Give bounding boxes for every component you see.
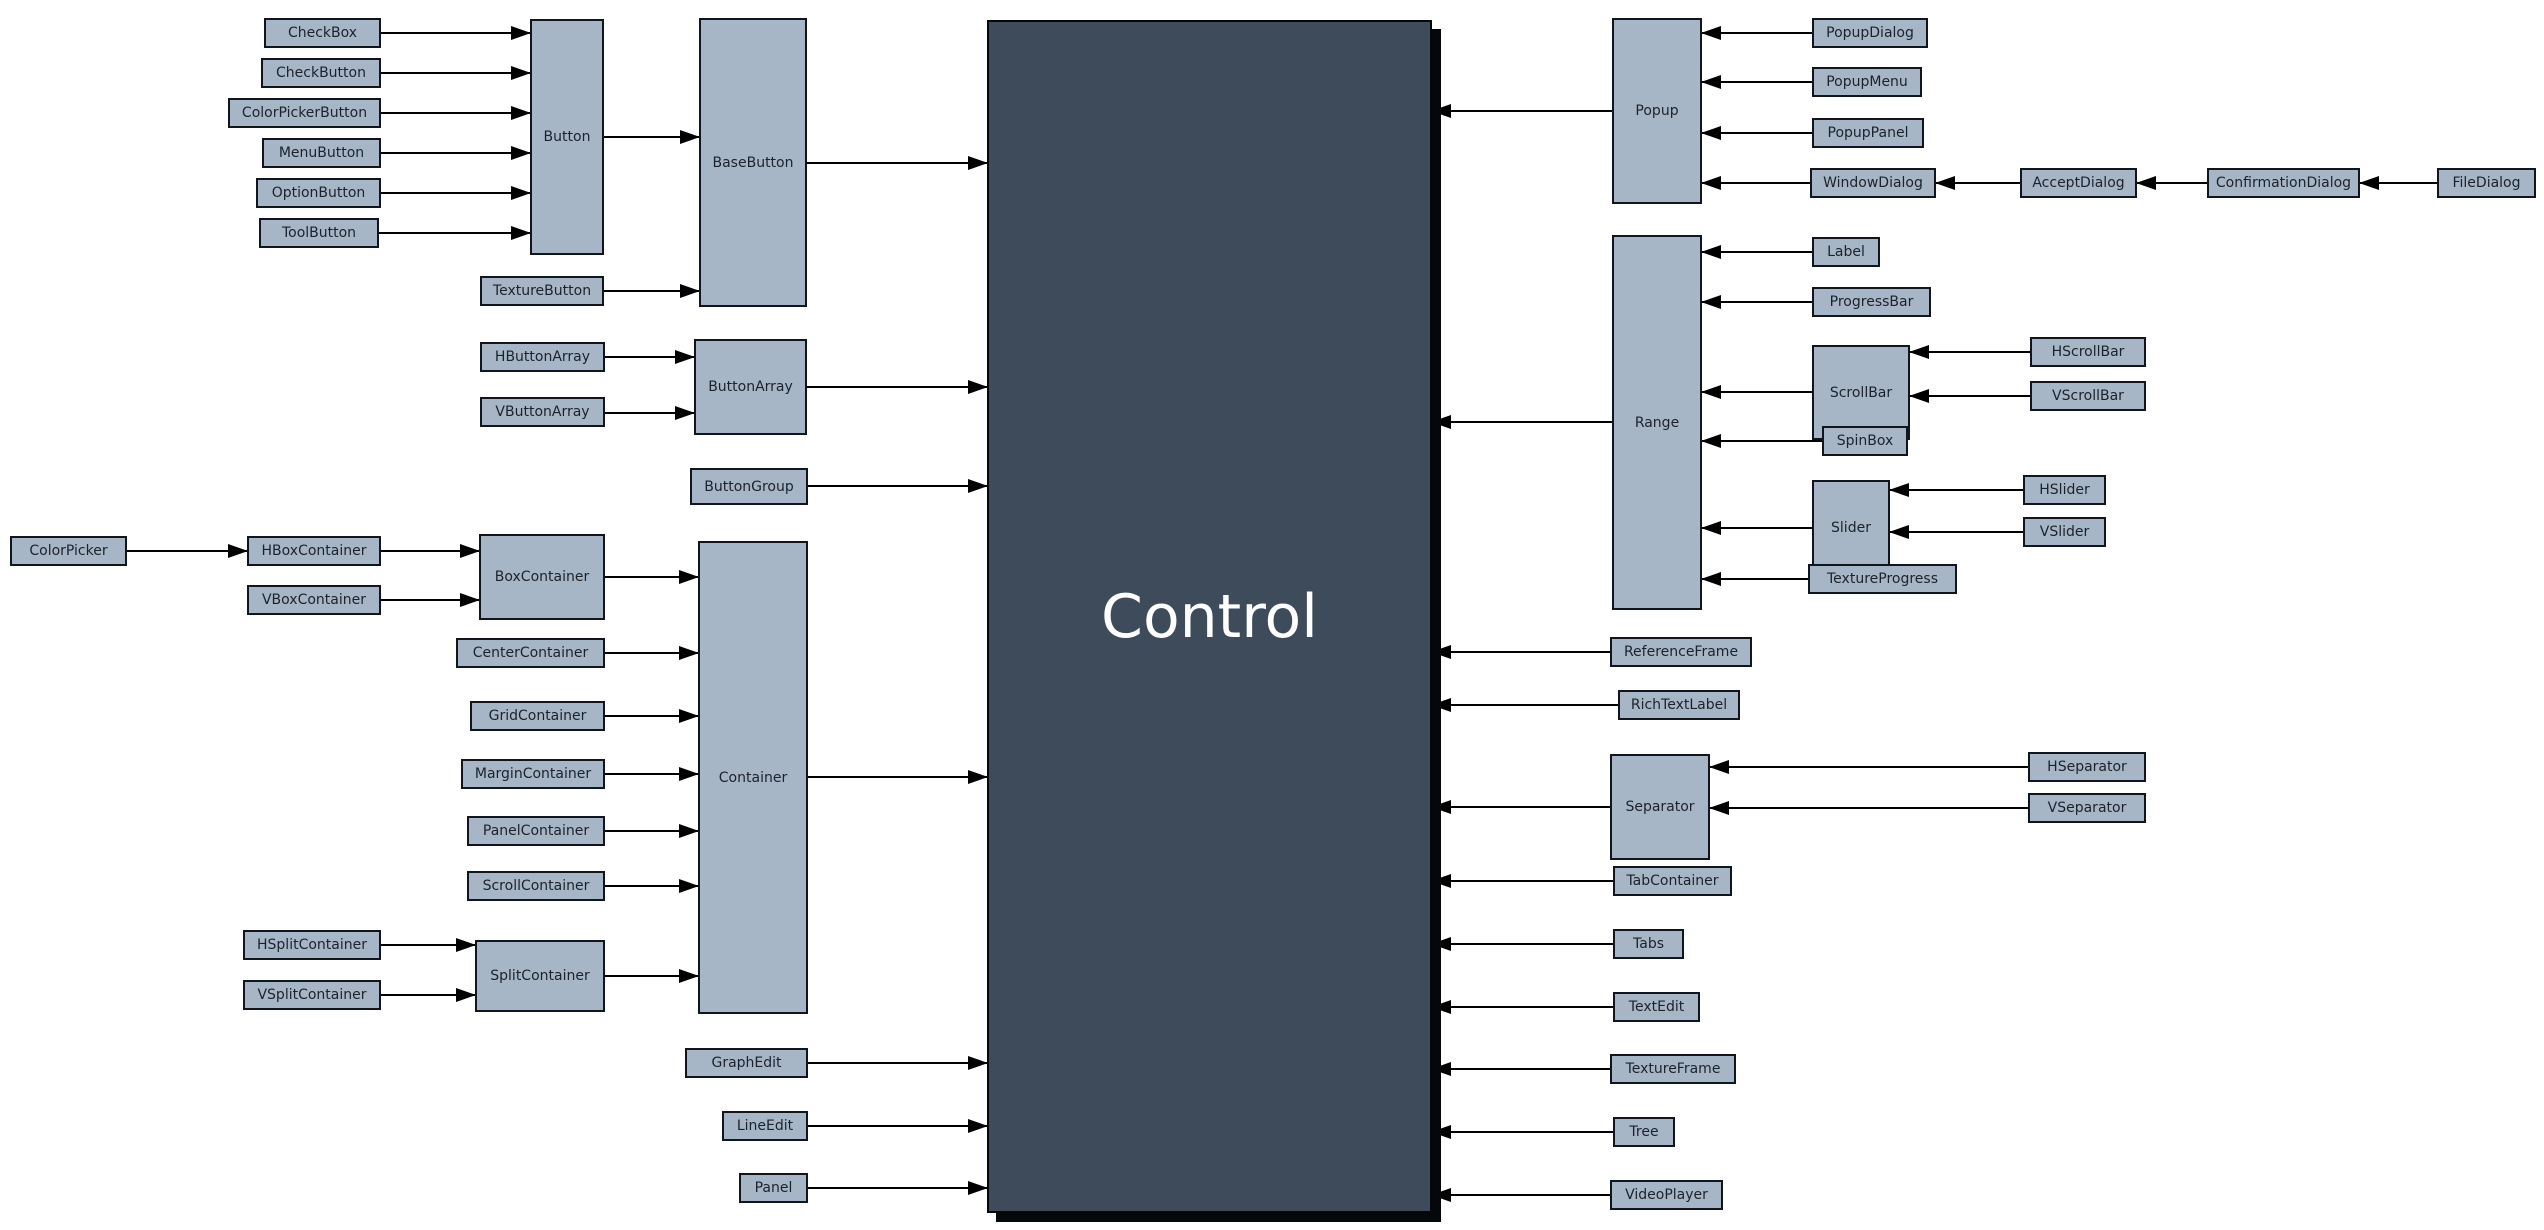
node-vseparator: VSeparator: [2028, 793, 2146, 823]
node-hscrollbar: HScrollBar: [2030, 337, 2146, 367]
node-confirmationdialog: ConfirmationDialog: [2207, 168, 2360, 198]
node-hslider: HSlider: [2023, 475, 2106, 505]
node-panel: Panel: [739, 1173, 808, 1203]
node-scrollbar: ScrollBar: [1812, 345, 1910, 440]
node-margincontainer: MarginContainer: [461, 759, 605, 789]
node-separator: Separator: [1610, 754, 1710, 860]
node-toolbutton: ToolButton: [259, 218, 379, 248]
node-vbuttonarray: VButtonArray: [480, 397, 605, 427]
node-basebutton: BaseButton: [699, 18, 807, 307]
node-gridcontainer: GridContainer: [470, 701, 605, 731]
node-buttongroup: ButtonGroup: [690, 468, 808, 505]
node-boxcontainer: BoxContainer: [479, 534, 605, 620]
node-spinbox: SpinBox: [1822, 426, 1908, 456]
node-centercontainer: CenterContainer: [456, 638, 605, 668]
node-windowdialog: WindowDialog: [1810, 168, 1936, 198]
node-lineedit: LineEdit: [722, 1111, 808, 1141]
node-textedit: TextEdit: [1613, 992, 1700, 1022]
node-splitcontainer: SplitContainer: [475, 940, 605, 1012]
node-hsplitcontainer: HSplitContainer: [243, 930, 381, 960]
node-vslider: VSlider: [2023, 517, 2106, 547]
node-progressbar: ProgressBar: [1812, 287, 1931, 317]
node-tabs: Tabs: [1613, 929, 1684, 959]
node-label: Label: [1812, 237, 1880, 267]
node-range: Range: [1612, 235, 1702, 610]
node-menubutton: MenuButton: [262, 138, 381, 168]
node-checkbox: CheckBox: [264, 18, 381, 48]
node-texturebutton: TextureButton: [480, 276, 604, 306]
node-scrollcontainer: ScrollContainer: [467, 871, 605, 901]
node-graphedit: GraphEdit: [685, 1048, 808, 1078]
node-hbuttonarray: HButtonArray: [480, 342, 605, 372]
node-panelcontainer: PanelContainer: [467, 816, 605, 846]
node-vsplitcontainer: VSplitContainer: [243, 980, 381, 1010]
node-slider: Slider: [1812, 480, 1890, 576]
node-popuppanel: PopupPanel: [1812, 118, 1924, 148]
node-textureframe: TextureFrame: [1610, 1054, 1736, 1084]
node-container: Container: [698, 541, 808, 1014]
node-filedialog: FileDialog: [2437, 168, 2536, 198]
node-hseparator: HSeparator: [2028, 752, 2146, 782]
node-colorpicker: ColorPicker: [10, 536, 127, 566]
node-textureprogress: TextureProgress: [1808, 564, 1957, 594]
node-control: Control: [987, 20, 1432, 1213]
node-checkbutton: CheckButton: [261, 58, 381, 88]
node-acceptdialog: AcceptDialog: [2020, 168, 2137, 198]
node-vscrollbar: VScrollBar: [2030, 381, 2146, 411]
node-tabcontainer: TabContainer: [1613, 866, 1732, 896]
node-optionbutton: OptionButton: [256, 178, 381, 208]
node-videoplayer: VideoPlayer: [1610, 1180, 1723, 1210]
node-popupdialog: PopupDialog: [1812, 18, 1928, 48]
node-referenceframe: ReferenceFrame: [1610, 637, 1752, 667]
node-hboxcontainer: HBoxContainer: [247, 536, 381, 566]
node-popup: Popup: [1612, 18, 1702, 204]
node-richtextlabel: RichTextLabel: [1618, 690, 1740, 720]
node-buttonarray: ButtonArray: [694, 339, 807, 435]
node-vboxcontainer: VBoxContainer: [247, 585, 381, 615]
node-tree: Tree: [1613, 1117, 1675, 1147]
node-button: Button: [530, 19, 604, 255]
node-popupmenu: PopupMenu: [1812, 67, 1922, 97]
node-colorpickerbutton: ColorPickerButton: [228, 98, 381, 128]
